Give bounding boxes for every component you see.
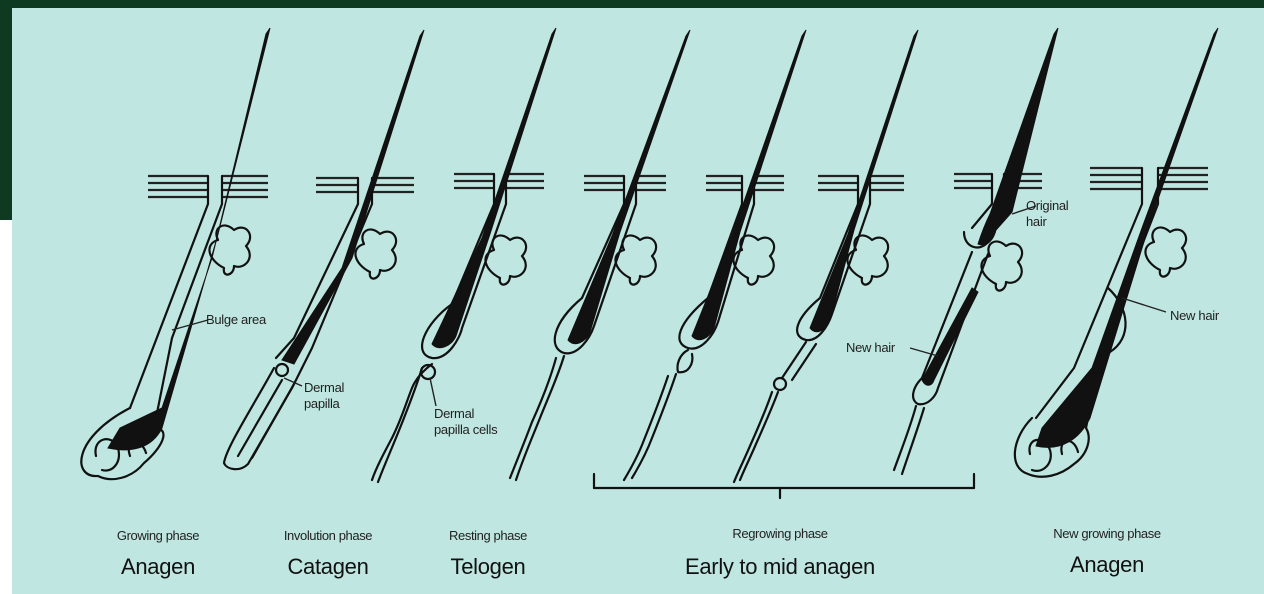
follicle-early-anagen-3 bbox=[734, 30, 918, 482]
follicle-early-anagen-2 bbox=[624, 30, 806, 480]
phase-label-new-growing: New growing phase bbox=[1012, 526, 1202, 541]
stage-name-early-to-mid-anagen: Early to mid anagen bbox=[640, 554, 920, 580]
hair-cycle-diagram: Bulge area Dermal papilla Dermal papilla… bbox=[12, 8, 1264, 594]
follicle-new-anagen bbox=[1015, 28, 1218, 477]
new-hair-label-right: New hair bbox=[1170, 308, 1222, 324]
follicle-anagen bbox=[81, 28, 270, 479]
original-hair-label: Original hair bbox=[1026, 198, 1090, 230]
new-hair-label-left: New hair bbox=[846, 340, 898, 356]
frame-left-gap bbox=[0, 220, 12, 594]
skin-surface-2 bbox=[316, 178, 414, 192]
stage-name-catagen: Catagen bbox=[248, 554, 408, 580]
stage-name-new-anagen: Anagen bbox=[1022, 552, 1192, 578]
phase-label-resting: Resting phase bbox=[408, 528, 568, 543]
skin-surface-5 bbox=[706, 176, 784, 190]
phase-label-involution: Involution phase bbox=[248, 528, 408, 543]
skin-surface-7 bbox=[954, 174, 1042, 188]
phase-label-growing: Growing phase bbox=[78, 528, 238, 543]
skin-surface-6 bbox=[818, 176, 904, 190]
follicle-mid-anagen bbox=[894, 28, 1058, 474]
dermal-papilla-label: Dermal papilla bbox=[304, 380, 368, 412]
bulge-area-label: Bulge area bbox=[206, 312, 266, 328]
hair-follicle-illustration bbox=[12, 8, 1264, 594]
stage-name-anagen: Anagen bbox=[78, 554, 238, 580]
regrowing-bracket bbox=[594, 474, 974, 498]
phase-label-regrowing: Regrowing phase bbox=[660, 526, 900, 541]
frame-left-border bbox=[0, 0, 12, 220]
skin-surface-8 bbox=[1090, 168, 1208, 189]
skin-surface-3 bbox=[454, 174, 544, 188]
dermal-papilla-cells-label: Dermal papilla cells bbox=[434, 406, 498, 438]
stage-name-telogen: Telogen bbox=[408, 554, 568, 580]
